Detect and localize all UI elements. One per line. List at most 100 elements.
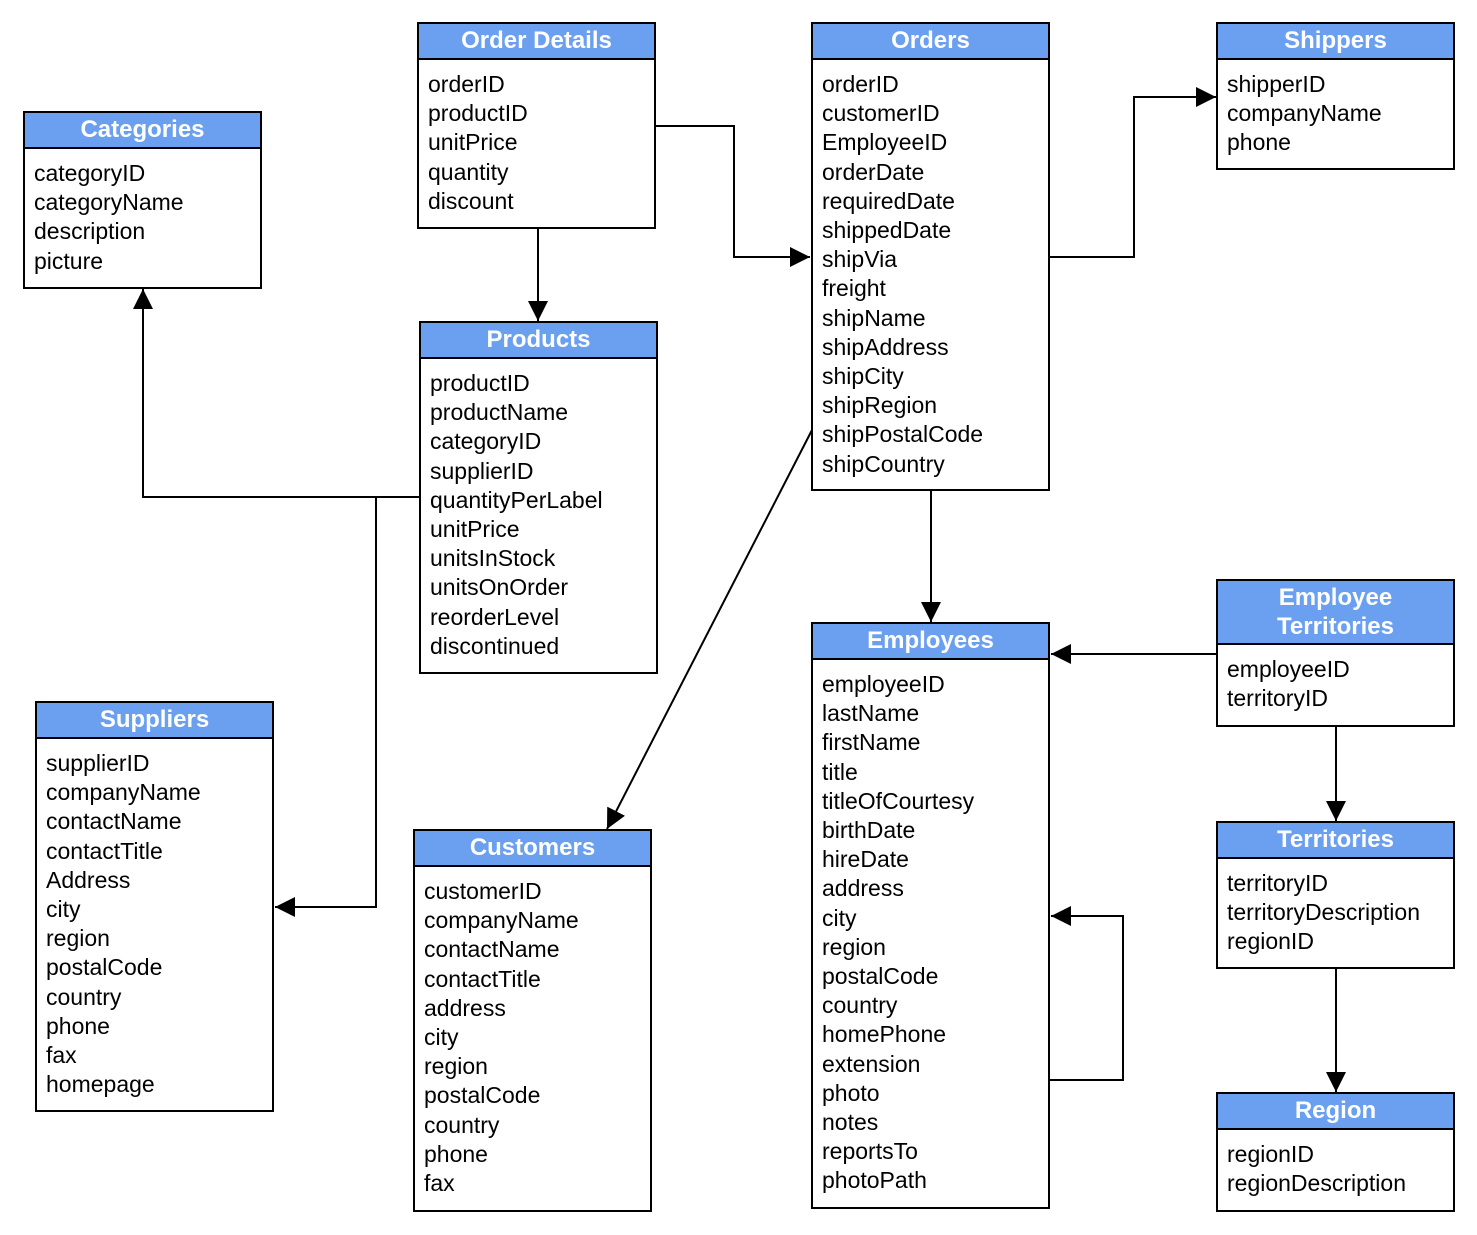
field: territoryDescription	[1227, 899, 1420, 926]
field: freight	[822, 275, 886, 302]
field: region	[424, 1053, 488, 1080]
field: city	[822, 904, 857, 931]
field: fax	[46, 1042, 77, 1069]
field: companyName	[46, 779, 201, 806]
field: unitPrice	[428, 129, 518, 156]
field: quantity	[428, 158, 509, 185]
field: quantityPerLabel	[430, 486, 603, 513]
entity-title: Region	[1218, 1094, 1453, 1130]
entity-title: Order Details	[419, 24, 654, 60]
field: unitsOnOrder	[430, 574, 569, 601]
field: shipVia	[822, 246, 898, 273]
field: employeeID	[1227, 656, 1350, 682]
entity-employee-territories: Employee Territories employeeID territory…	[1216, 579, 1455, 727]
field: productID	[428, 100, 528, 127]
field: photoPath	[822, 1167, 927, 1194]
field: hireDate	[822, 846, 909, 873]
field: title	[822, 758, 858, 785]
field: shipRegion	[822, 392, 938, 419]
field: lastName	[822, 700, 920, 727]
field: region	[46, 925, 110, 952]
field: contactTitle	[46, 837, 163, 864]
field: orderID	[428, 71, 505, 97]
field: EmployeeID	[822, 129, 948, 156]
entity-title: Territories	[1218, 823, 1453, 859]
field: orderID	[822, 71, 899, 97]
field: address	[822, 875, 904, 902]
entity-title: Shippers	[1218, 24, 1453, 60]
connector-orderdetails-orders	[656, 125, 810, 267]
field: customerID	[822, 100, 940, 127]
field: region	[822, 933, 886, 960]
field: city	[424, 1024, 459, 1051]
field: city	[46, 896, 81, 923]
field: companyName	[424, 907, 579, 934]
entity-title: Categories	[25, 113, 260, 149]
connector-employees-reportsto	[1049, 906, 1124, 1081]
entity-title-line-2: Territories	[1277, 613, 1394, 640]
entity-territories: Territories territoryID territoryDescript…	[1216, 821, 1455, 969]
field: postalCode	[424, 1082, 541, 1109]
field: postalCode	[46, 954, 163, 981]
entity-title: Suppliers	[37, 703, 272, 739]
field: picture	[34, 247, 104, 274]
field: territoryID	[1227, 870, 1328, 896]
field: territoryID	[1227, 685, 1328, 712]
field: unitPrice	[430, 516, 520, 543]
connector-orders-customers	[606, 429, 813, 830]
field: contactTitle	[424, 965, 541, 992]
field: reorderLevel	[430, 603, 560, 630]
entity-title: Customers	[415, 831, 650, 867]
entity-title-line-1: Employee	[1278, 584, 1393, 611]
field: supplierID	[46, 750, 150, 776]
field: companyName	[1227, 100, 1382, 127]
field: address	[424, 994, 506, 1021]
field: titleOfCourtesy	[822, 787, 975, 814]
field: reportsTo	[822, 1138, 918, 1165]
field: country	[424, 1111, 500, 1138]
field: shipName	[822, 304, 926, 331]
field: notes	[822, 1109, 879, 1136]
field: regionID	[1227, 1141, 1314, 1167]
field: contactName	[424, 936, 560, 963]
field: homePhone	[822, 1021, 947, 1048]
field: homepage	[46, 1071, 155, 1098]
field: shipCity	[822, 363, 904, 390]
field: birthDate	[822, 817, 916, 844]
entity-title: Employees	[813, 624, 1048, 660]
field: orderDate	[822, 158, 925, 185]
field: photo	[822, 1079, 880, 1106]
field: categoryID	[430, 428, 542, 455]
field: phone	[424, 1140, 488, 1167]
field: employeeID	[822, 671, 945, 697]
connector-products-categories	[133, 289, 420, 498]
field: description	[34, 218, 146, 245]
entity-fields: employeeID territoryID	[1218, 645, 1453, 721]
field: phone	[46, 1012, 110, 1039]
field: shippedDate	[822, 217, 952, 244]
field: discontinued	[430, 632, 560, 659]
field: shipAddress	[822, 333, 949, 360]
field: customerID	[424, 878, 542, 904]
connector-products-suppliers	[275, 497, 377, 917]
field: productID	[430, 370, 530, 396]
field: firstName	[822, 729, 921, 756]
